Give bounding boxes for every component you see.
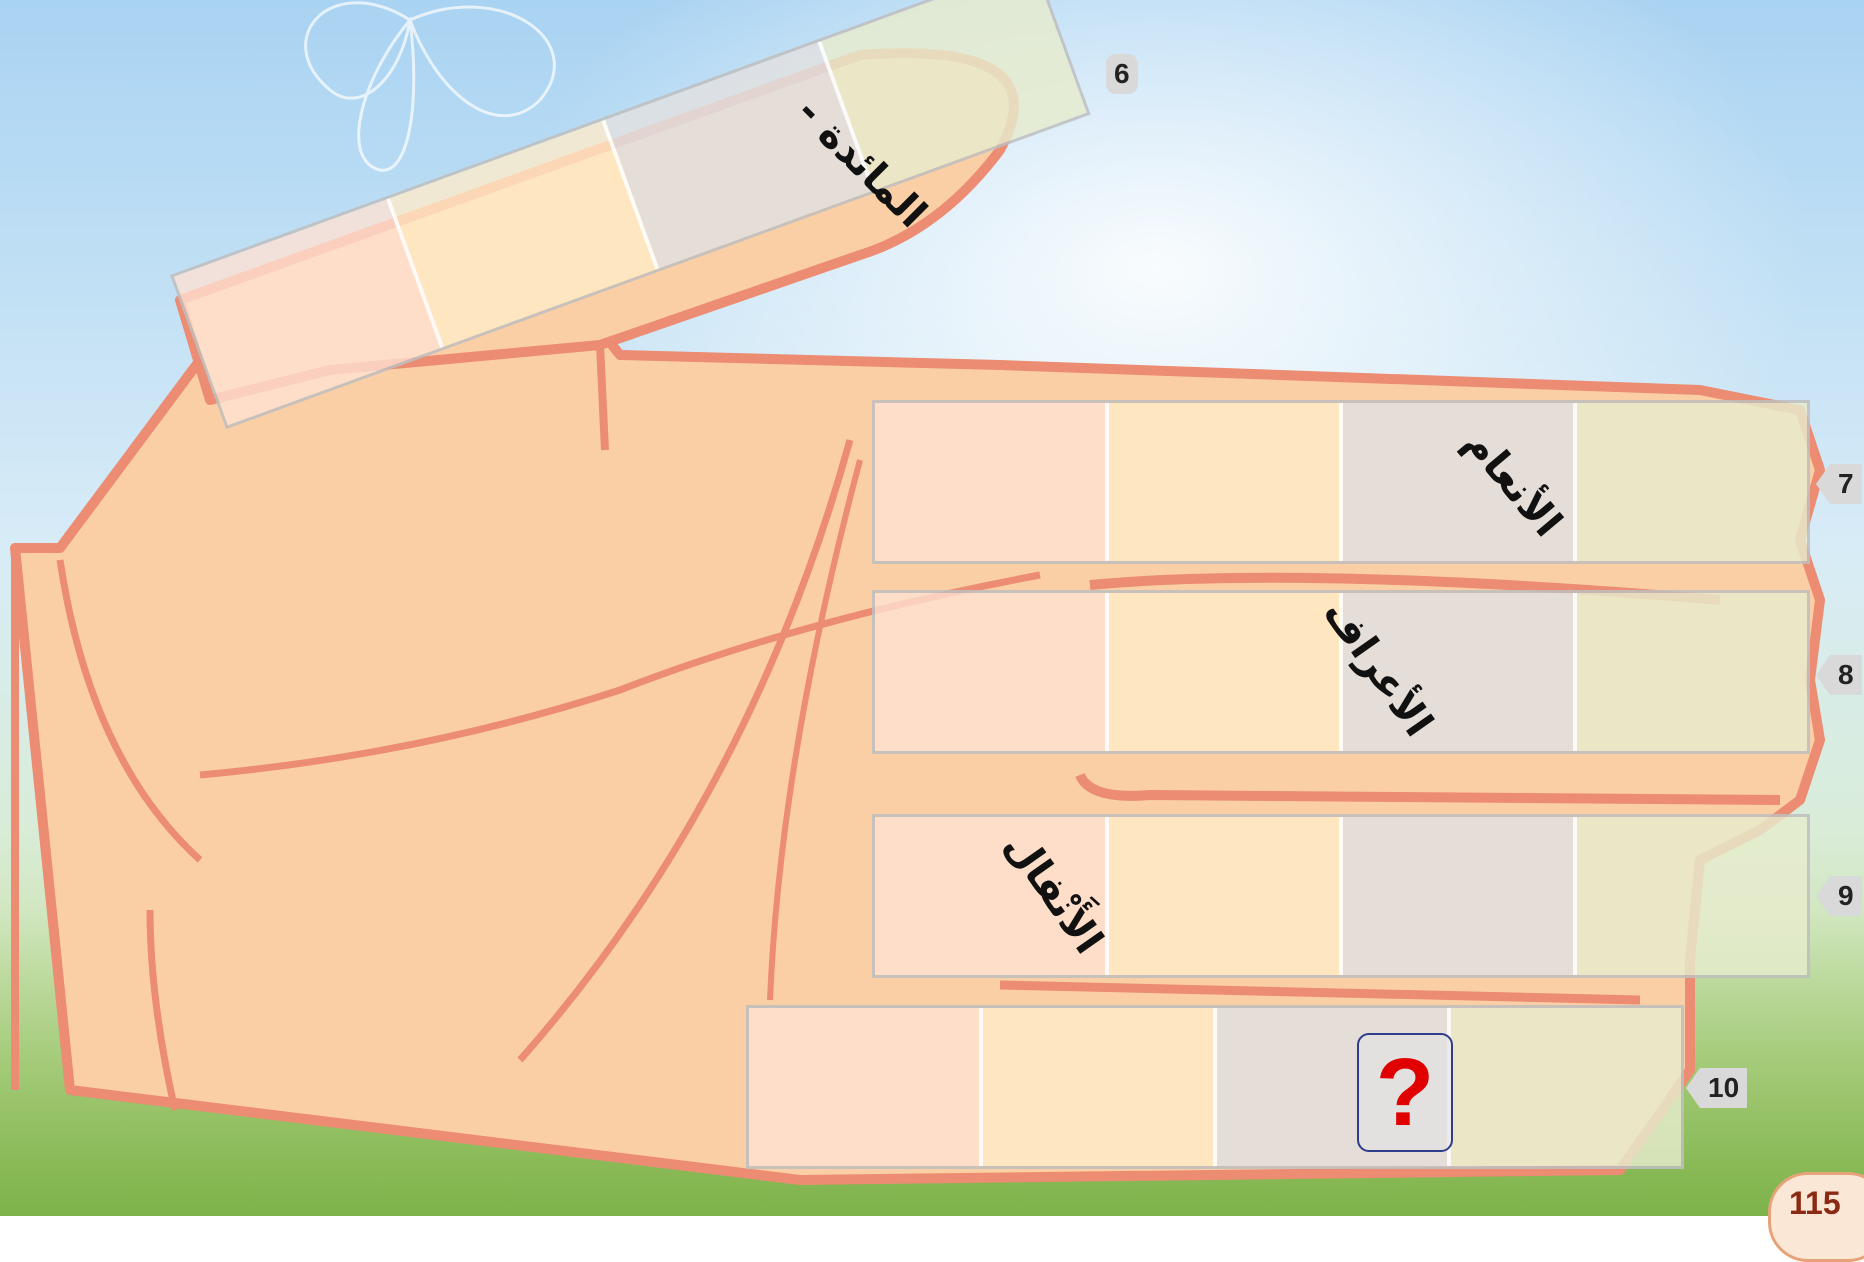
cell-3[interactable] bbox=[1343, 817, 1577, 975]
cell-4[interactable] bbox=[1577, 817, 1807, 975]
finger-number-6: 6 bbox=[1106, 54, 1138, 94]
page-number-badge: 115 bbox=[1768, 1172, 1864, 1262]
finger-row-7 bbox=[872, 400, 1810, 564]
finger-number-7: 7 bbox=[1830, 464, 1862, 504]
finger-number-9: 9 bbox=[1830, 876, 1862, 916]
page-number: 115 bbox=[1789, 1185, 1841, 1222]
cell-2[interactable] bbox=[1109, 403, 1343, 561]
finger-number-10: 10 bbox=[1700, 1068, 1747, 1108]
cell-1[interactable] bbox=[875, 403, 1109, 561]
cell-2[interactable] bbox=[983, 1008, 1217, 1166]
cell-4[interactable] bbox=[1577, 593, 1807, 751]
cell-4[interactable] bbox=[1451, 1008, 1681, 1166]
question-mark-icon[interactable]: ? bbox=[1357, 1033, 1453, 1152]
cell-2[interactable] bbox=[1109, 593, 1343, 751]
cell-1[interactable] bbox=[749, 1008, 983, 1166]
cell-4[interactable] bbox=[1577, 403, 1807, 561]
cell-1[interactable] bbox=[875, 593, 1109, 751]
finger-number-8: 8 bbox=[1830, 655, 1862, 695]
cell-2[interactable] bbox=[1109, 817, 1343, 975]
finger-row-10 bbox=[746, 1005, 1684, 1169]
